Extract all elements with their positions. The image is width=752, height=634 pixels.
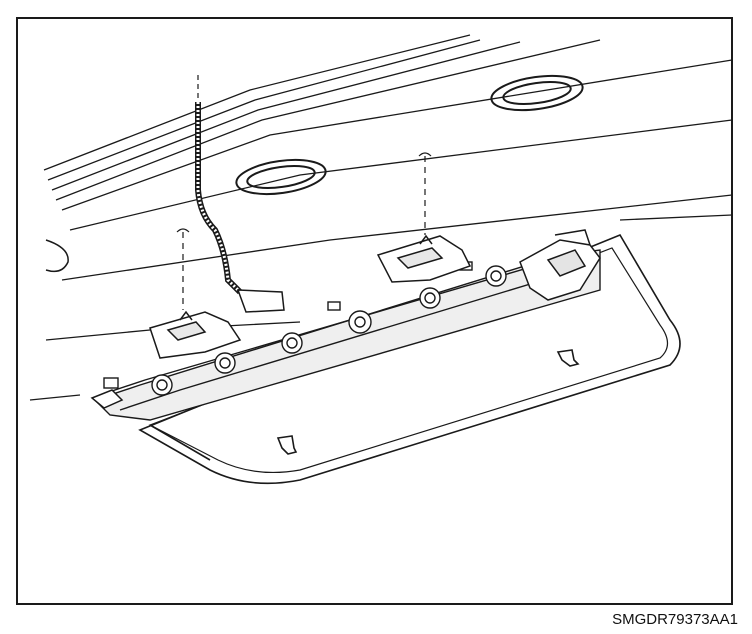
left-end-clip: [90, 389, 124, 409]
figure-code-label: SMGDR79373AA1: [612, 611, 738, 628]
bulb-socket-5: [419, 287, 441, 309]
bulb-socket-2: [214, 352, 236, 374]
bulb-socket-1: [151, 374, 173, 396]
right-mounting-bracket: [376, 234, 472, 283]
left-mounting-bracket: [149, 310, 242, 359]
left-oval-opening: [235, 158, 327, 196]
wiring-harness: [195, 75, 285, 313]
bulb-socket-3: [281, 332, 303, 354]
housing-tab-right: [556, 349, 580, 367]
bulb-socket-4: [348, 310, 372, 334]
harness-connector: [236, 289, 285, 313]
housing-tab-front: [276, 435, 298, 455]
bulb-socket-6: [485, 265, 507, 287]
bulb-rail: [93, 249, 601, 421]
trunk-lid-panel: [29, 34, 733, 401]
fastener-lines: [176, 152, 432, 310]
panel-openings: [45, 74, 584, 273]
housing-end-cap: [519, 229, 601, 301]
right-oval-opening: [490, 74, 584, 112]
diagram-border: [16, 17, 733, 605]
edge-hole: [45, 239, 69, 273]
